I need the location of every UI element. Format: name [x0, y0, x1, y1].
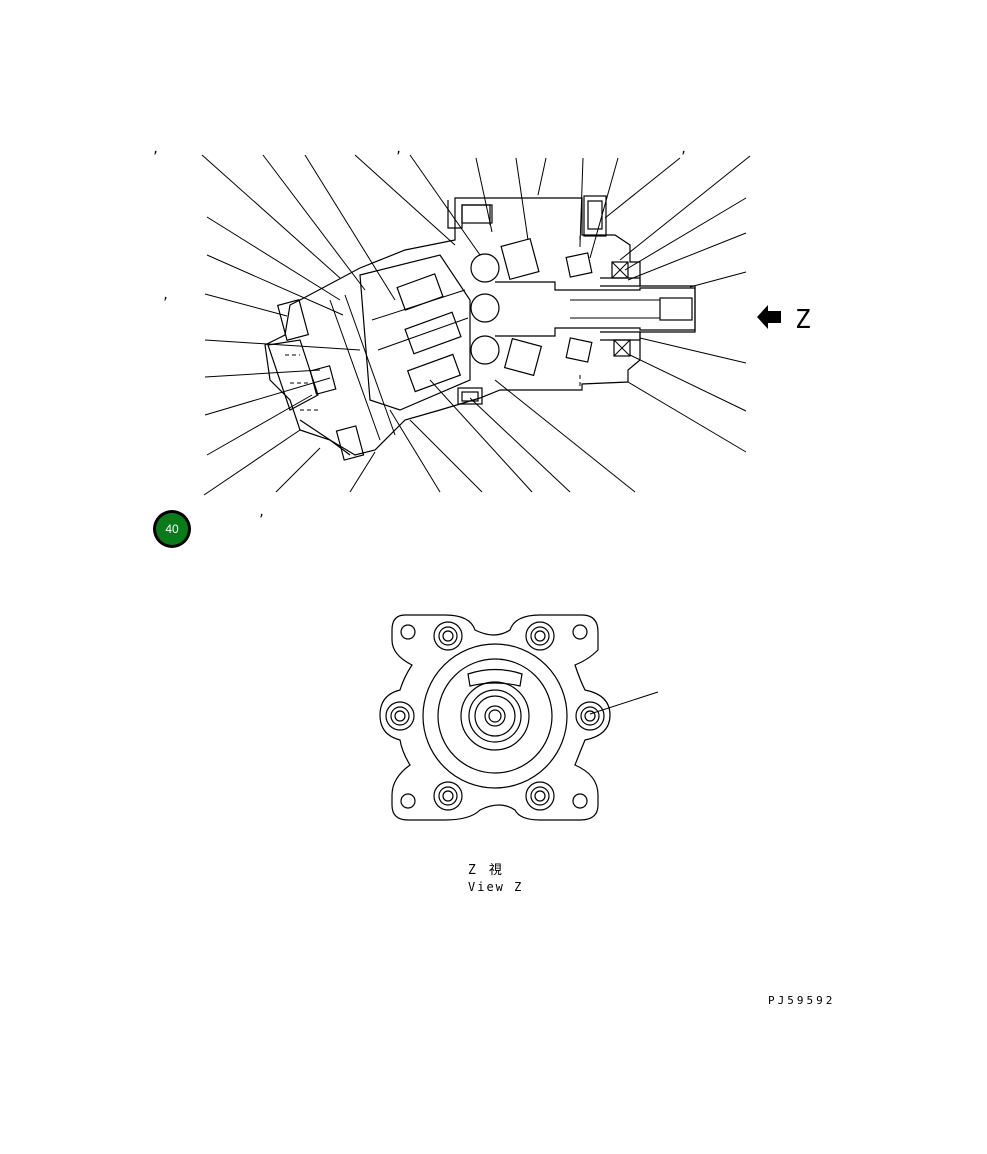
- bolt-holes: [385, 621, 605, 811]
- comma-mark: ,: [395, 142, 402, 156]
- badge-fill: [156, 513, 188, 545]
- comma-mark: ,: [152, 142, 159, 156]
- view-label-jp: Z 視: [468, 863, 502, 878]
- badge-number: 40: [165, 522, 179, 536]
- drawing-code: PJ59592: [768, 994, 835, 1007]
- motor-section-view: [264, 195, 696, 461]
- view-arrow-label: Z: [795, 305, 811, 335]
- view-direction-arrow: [757, 305, 781, 329]
- comma-mark: ,: [680, 142, 687, 156]
- leader-lines: [201, 154, 751, 715]
- comma-mark: ,: [258, 505, 265, 519]
- item-number-badge: [153, 510, 191, 548]
- comma-mark: ,: [162, 288, 169, 302]
- view-z-drawing: [379, 614, 611, 821]
- view-label-en: View Z: [468, 880, 523, 894]
